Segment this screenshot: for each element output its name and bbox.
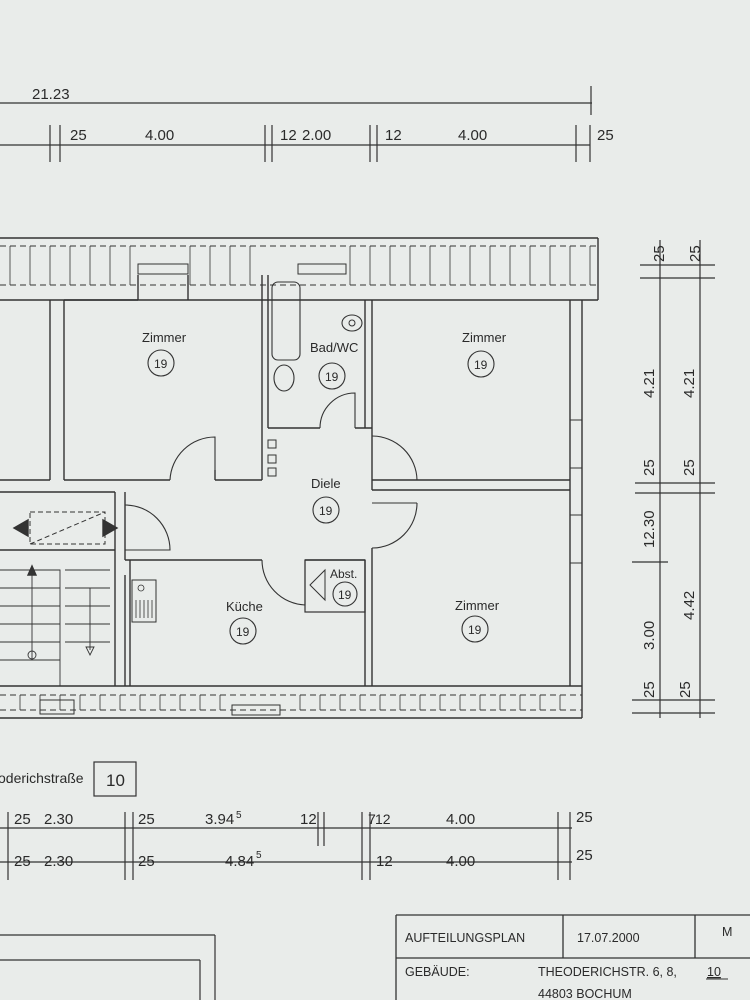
dim-top-7: 25: [597, 127, 614, 144]
room-num-zimmer-right: 19: [474, 358, 488, 372]
room-num-zimmer-left: 19: [154, 357, 168, 371]
dim-bottom-r2-4-sup: 5: [256, 850, 262, 861]
dim-bottom-r1-8: 4.00: [446, 811, 475, 828]
dim-top-1: 25: [70, 127, 87, 144]
dim-right-a2: 4.21: [641, 369, 658, 398]
dim-bottom-r2-3: 25: [138, 853, 155, 870]
dim-right-a5: 3.00: [641, 621, 658, 650]
room-bad: Bad/WC 19: [310, 340, 358, 390]
dim-bottom-r1-4: 3.94: [205, 811, 234, 828]
title-address: THEODERICHSTR. 6, 8,: [538, 965, 677, 979]
lower-left-frame: [0, 934, 216, 1000]
dim-top-5: 12: [385, 127, 402, 144]
room-name-zimmer-right: Zimmer: [462, 330, 507, 345]
title-address-number: 10: [707, 965, 721, 979]
dim-bottom-r1-6: 7: [368, 811, 376, 827]
room-name-kueche: Küche: [226, 599, 263, 614]
top-dimension-lines: [0, 86, 592, 162]
title-sheet: M: [722, 925, 732, 939]
dim-right-b5: 25: [677, 681, 694, 698]
dim-bottom-r1-7: 12: [375, 811, 391, 827]
title-building-label: GEBÄUDE:: [405, 965, 470, 979]
room-num-abst: 19: [338, 588, 352, 602]
right-dimension-lines: [632, 240, 715, 718]
dim-bottom-r2-4: 4.84: [225, 853, 254, 870]
title-block: [395, 914, 750, 1000]
room-diele: Diele 19: [311, 476, 341, 524]
dim-bottom-r1-5: 12: [300, 811, 317, 828]
title-plan-label: AUFTEILUNGSPLAN: [405, 931, 525, 945]
walls: [0, 237, 599, 719]
room-name-zimmer-br: Zimmer: [455, 598, 500, 613]
room-name-zimmer-left: Zimmer: [142, 330, 187, 345]
dim-bottom-r2-5: 12: [376, 853, 393, 870]
room-zimmer-right: Zimmer 19: [462, 330, 507, 378]
room-abst: Abst. 19: [330, 567, 358, 607]
dim-bottom-r1-3: 25: [138, 811, 155, 828]
dim-top-2: 4.00: [145, 127, 174, 144]
title-city: 44803 BOCHUM: [538, 987, 632, 1000]
dim-top-4: 2.00: [302, 127, 331, 144]
room-zimmer-left: Zimmer 19: [142, 330, 187, 377]
room-name-abst: Abst.: [330, 567, 357, 581]
dim-top-6: 4.00: [458, 127, 487, 144]
dim-right-a3: 25: [641, 459, 658, 476]
room-num-diele: 19: [319, 504, 333, 518]
title-date: 17.07.2000: [577, 931, 640, 945]
dim-total-width: 21.23: [32, 86, 70, 103]
room-name-diele: Diele: [311, 476, 341, 491]
dim-bottom-r2-2: 2.30: [44, 853, 73, 870]
dim-right-a1: 25: [651, 245, 668, 262]
dim-bottom-r1-9: 25: [576, 809, 593, 826]
house-number: 10: [106, 771, 125, 790]
dim-bottom-r2-1: 25: [14, 853, 31, 870]
room-num-kueche: 19: [236, 625, 250, 639]
dim-right-a4: 12.30: [641, 510, 658, 548]
dim-bottom-r1-1: 25: [14, 811, 31, 828]
dim-right-b3: 25: [681, 459, 698, 476]
room-kueche: Küche 19: [226, 599, 263, 645]
dim-right-b4: 4.42: [681, 591, 698, 620]
dim-bottom-r2-7: 25: [576, 847, 593, 864]
house-number-box: [93, 761, 137, 797]
dim-bottom-r1-2: 2.30: [44, 811, 73, 828]
bottom-dimension-lines: [0, 812, 572, 880]
room-num-bad: 19: [325, 370, 339, 384]
dim-bottom-r1-4-sup: 5: [236, 810, 242, 821]
dim-bottom-r2-6: 4.00: [446, 853, 475, 870]
room-num-zimmer-br: 19: [468, 623, 482, 637]
room-name-bad: Bad/WC: [310, 340, 358, 355]
dim-right-b1: 25: [687, 245, 704, 262]
room-zimmer-bottom-right: Zimmer 19: [455, 598, 500, 643]
dim-top-3: 12: [280, 127, 297, 144]
dim-right-a6: 25: [641, 681, 658, 698]
street-name: oderichstraße: [0, 770, 84, 786]
dim-right-b2: 4.21: [681, 369, 698, 398]
